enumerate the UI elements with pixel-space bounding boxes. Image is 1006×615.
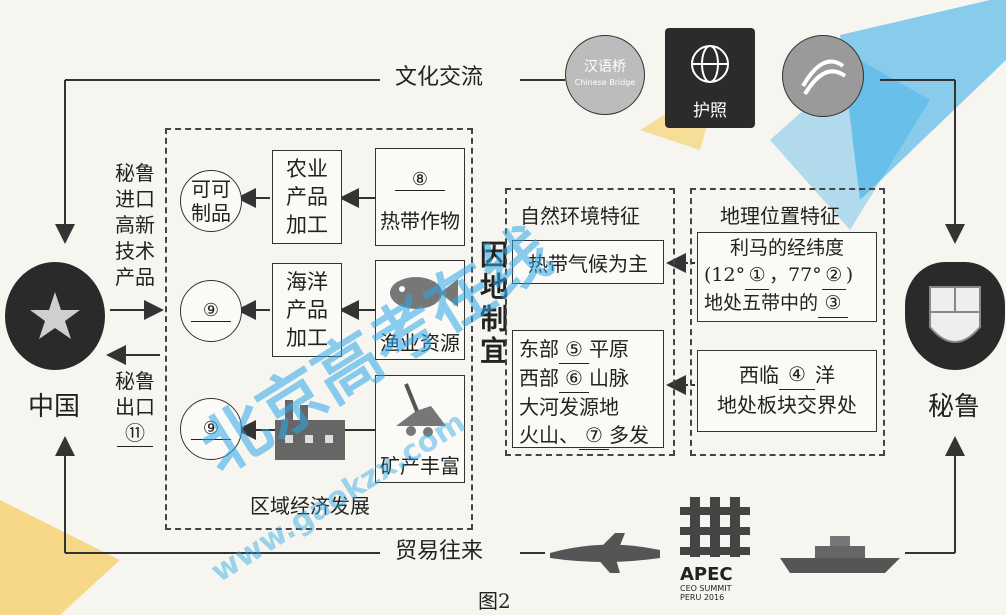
- shovel-ore-icon: [396, 383, 446, 437]
- globe-icon: [691, 45, 729, 83]
- fishery-box: 渔业资源: [375, 260, 465, 360]
- cocoa-products-circle: 可可制品: [180, 170, 242, 232]
- regional-economy-label: 区域经济发展: [250, 494, 370, 518]
- minerals-text: 矿产丰富: [380, 454, 460, 478]
- bottom-link-label: 贸易往来: [395, 539, 484, 564]
- passport-icon: 护照: [665, 28, 755, 128]
- crops-text: 热带作物: [380, 209, 460, 233]
- coords-title: 利马的经纬度: [729, 237, 844, 259]
- peru-emblem-icon: [905, 262, 1005, 370]
- ocean-post: 洋: [815, 362, 835, 387]
- ocean-blank: ④: [779, 359, 815, 390]
- terrain-west-pre: 西部: [519, 366, 559, 390]
- coords-line: (12°①，77°②): [704, 262, 870, 290]
- terrain-east-blank: ⑤: [559, 335, 589, 364]
- export-blank: ⑪: [117, 420, 153, 447]
- product-blank-9a-text: ⑨: [191, 300, 231, 322]
- zone-blank: ③: [818, 290, 849, 318]
- product-blank-9b: ⑨: [180, 398, 242, 460]
- apec-weave-icon: [680, 497, 750, 557]
- terrain-east-post: 平原: [589, 337, 629, 361]
- terrain-volcano-pre: 火山、: [519, 423, 579, 447]
- star-icon: [30, 292, 80, 339]
- peru-label: 秘鲁: [928, 392, 981, 422]
- ocean-pre: 西临: [739, 362, 779, 387]
- terrain-line-river: 大河发源地: [519, 395, 619, 419]
- zone-pre: 地处五带中的: [704, 292, 819, 314]
- chinese-bridge-badge-icon: 汉语桥 Chinese Bridge: [565, 35, 645, 115]
- product-blank-9a: ⑨: [180, 280, 242, 342]
- export-label: 秘鲁出口 ⑪: [112, 368, 158, 447]
- apec-sub1: CEO SUMMIT: [680, 584, 732, 593]
- import-label: 秘鲁进口高新技术产品: [115, 161, 155, 289]
- coords-blank-1: ①: [745, 262, 770, 290]
- agri-processing-box: 农业产品加工: [272, 150, 342, 244]
- marine-processing-box: 海洋产品加工: [272, 263, 342, 357]
- agri-processing-text: 农业产品加工: [286, 157, 328, 237]
- china-emblem-icon: [5, 262, 105, 370]
- apec-sub2: PERU 2016: [680, 593, 725, 602]
- top-link-label: 文化交流: [395, 65, 484, 90]
- natural-features-title: 自然环境特征: [520, 204, 640, 228]
- coords-post: ): [845, 264, 854, 286]
- plate-line: 地处板块交界处: [717, 393, 857, 417]
- minerals-box: 矿产丰富: [375, 375, 465, 483]
- ship-icon: [780, 536, 900, 573]
- terrain-east-pre: 东部: [519, 337, 559, 361]
- coords-mid: ，77°: [769, 264, 822, 286]
- watermark-blue-shape: [840, 0, 1006, 200]
- confucius-institute-logo-icon: [782, 35, 864, 117]
- badge-text: 汉语桥: [584, 59, 626, 75]
- terrain-west-post: 山脉: [589, 366, 629, 390]
- shield-icon: [929, 286, 981, 343]
- apec-logo-icon: APEC CEO SUMMIT PERU 2016: [680, 492, 760, 614]
- watermark-blue-shape-2: [770, 60, 930, 230]
- location-features-title: 地理位置特征: [720, 204, 840, 228]
- natural-features-panel: [505, 188, 675, 456]
- badge-subtext: Chinese Bridge: [574, 78, 636, 87]
- climate-box: 热带气候为主: [512, 240, 664, 284]
- airplane-icon: [550, 533, 660, 573]
- terrain-volcano-post: 多发: [609, 423, 649, 447]
- china-label: 中国: [28, 392, 81, 422]
- factory-icon: [275, 400, 345, 460]
- cocoa-products-text: 可可制品: [191, 177, 231, 225]
- figure-label: 图2: [478, 589, 511, 613]
- fish-icon: [390, 277, 458, 309]
- fishery-text: 渔业资源: [380, 331, 460, 355]
- terrain-volcano-blank: ⑦: [579, 421, 609, 450]
- tropical-crops-box: ⑧ 热带作物: [375, 148, 465, 246]
- marine-processing-text: 海洋产品加工: [286, 270, 328, 350]
- regional-economy-panel: [165, 128, 473, 530]
- swirl-icon: [801, 59, 847, 96]
- apec-title: APEC: [680, 564, 733, 585]
- watermark-yellow-shape: [0, 500, 120, 615]
- export-label-text: 秘鲁出口: [115, 369, 155, 419]
- adapt-to-local-label: 因地制宜: [476, 240, 509, 368]
- product-blank-9b-text: ⑨: [191, 418, 231, 440]
- passport-label: 护照: [693, 101, 727, 121]
- coords-blank-2: ②: [821, 262, 846, 290]
- location-features-panel: [690, 188, 885, 456]
- crops-blank: ⑧: [395, 169, 445, 191]
- terrain-west-blank: ⑥: [559, 364, 589, 393]
- coords-pre: (12°: [704, 264, 746, 286]
